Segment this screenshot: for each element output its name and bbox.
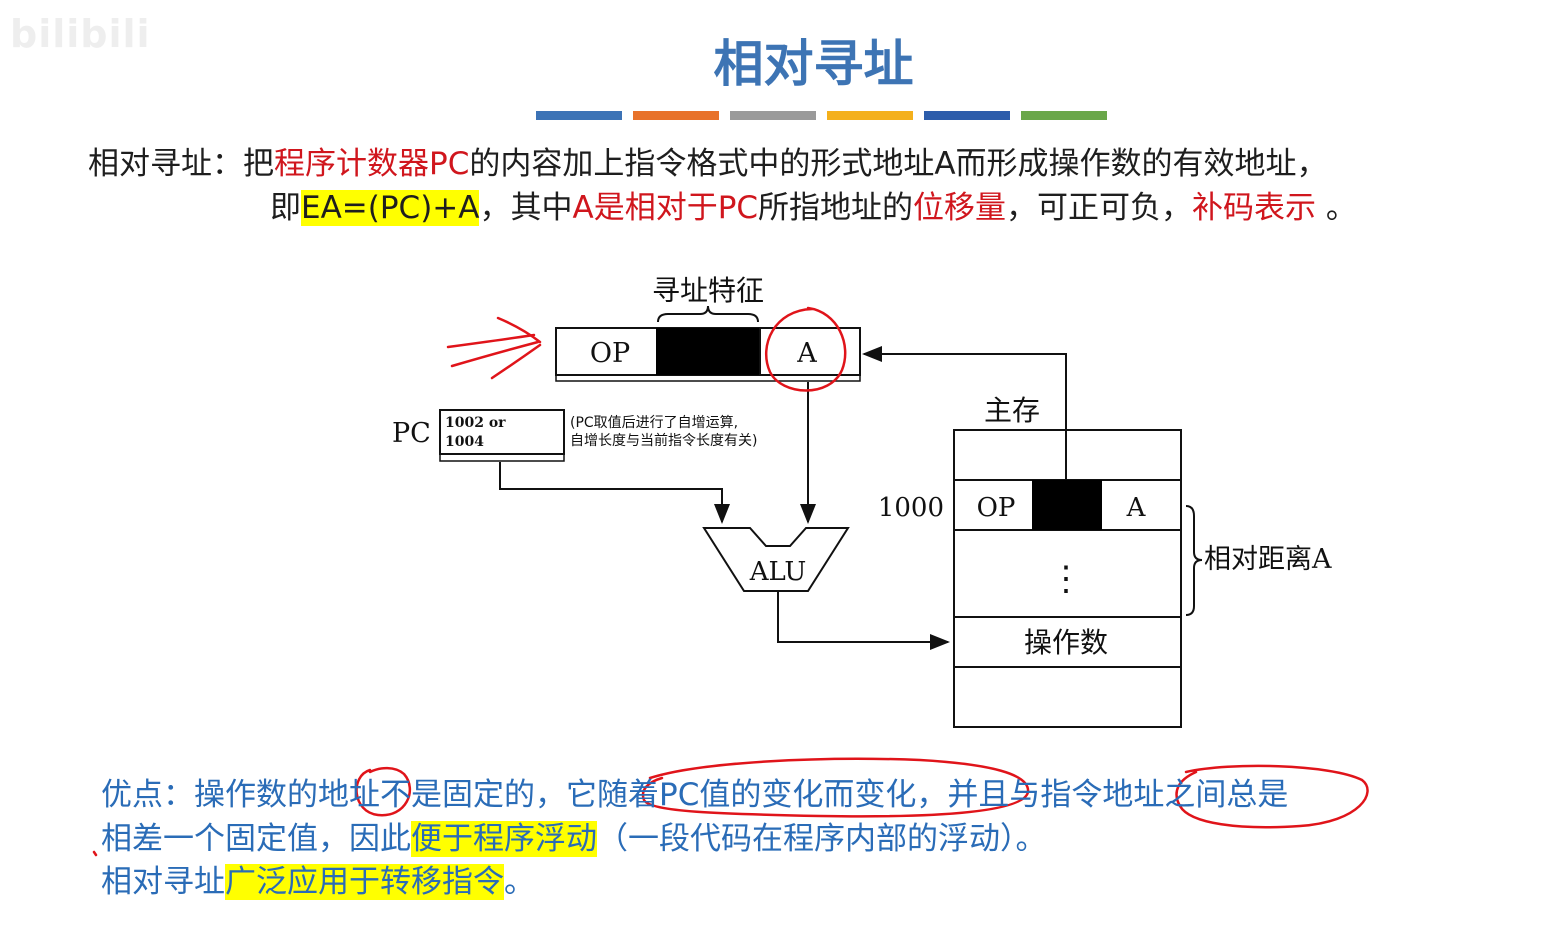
bilibili-watermark: bilibili xyxy=(10,12,151,56)
definition-text: 的内容加上指令格式中的形式地址A而形成操作数的有效地址， xyxy=(469,146,1328,182)
definition-line-2: 即EA=(PC)+A，其中A是相对于PC所指地址的位移量，可正可负，补码表示 。 xyxy=(270,186,1357,230)
pc-note-line-1: (PC取值后进行了自增运算, xyxy=(570,415,738,431)
adv-line3-post: 。 xyxy=(504,864,535,900)
advantages-line-3: 相对寻址广泛应用于转移指令。 xyxy=(101,860,535,904)
displacement-term: 位移量 xyxy=(913,190,1007,226)
a-relative-pc: A是相对于PC xyxy=(572,190,759,226)
annotation-circle-instruction-address xyxy=(1175,764,1369,829)
text-ji: 即 xyxy=(270,190,301,226)
definition-line-1: 相对寻址：把程序计数器PC的内容加上指令格式中的形式地址A而形成操作数的有效地址… xyxy=(88,142,1328,186)
instruction-op-field: OP xyxy=(590,338,630,369)
addressing-feature-brace xyxy=(657,305,759,323)
pc-term: 程序计数器PC xyxy=(274,146,470,182)
annotation-arrow-stroke xyxy=(496,316,542,344)
complement-term: 补码表示 xyxy=(1192,190,1317,226)
pc-label: PC xyxy=(392,418,431,449)
definition-label: 相对寻址：把 xyxy=(88,146,274,182)
annotation-arrow-stroke xyxy=(490,343,542,380)
color-bar-segment xyxy=(924,111,1010,120)
instruction-format-box: OP A xyxy=(555,327,861,382)
color-bar-segment xyxy=(1021,111,1107,120)
annotation-arrow-stroke xyxy=(446,333,536,349)
memory-address-1000: 1000 xyxy=(878,493,944,523)
adv-line2-pre: 相差一个固定值，因此 xyxy=(101,821,411,857)
annotation-arrow-stroke xyxy=(450,340,540,368)
memory-operand-cell: 操作数 xyxy=(1024,626,1108,659)
main-memory-label: 主存 xyxy=(984,394,1040,427)
memory-to-instruction-arrow xyxy=(862,346,1067,480)
alu-unit: ALU xyxy=(702,527,850,592)
text-suozhi: 所指地址的 xyxy=(758,190,914,226)
alu-to-operand-arrow xyxy=(777,591,950,650)
pc-register: 1002 or 1004 xyxy=(439,409,565,462)
memory-instruction-feature-field xyxy=(1032,480,1102,530)
branch-instruction-highlight: 广泛应用于转移指令 xyxy=(225,864,504,900)
annotation-circle-address xyxy=(355,766,411,817)
pc-to-alu-arrow xyxy=(499,462,730,524)
relative-distance-label: 相对距离A xyxy=(1204,544,1332,575)
main-memory: OP A ⋮ 操作数 xyxy=(953,429,1182,728)
pc-note-line-2: 自增长度与当前指令长度有关) xyxy=(570,432,757,449)
color-bar-segment xyxy=(827,111,913,120)
handwritten-annotations xyxy=(92,306,1369,857)
annotation-circle-a xyxy=(765,306,847,392)
program-relocation-highlight: 便于程序浮动 xyxy=(411,821,597,857)
advantages-line-2: 相差一个固定值，因此便于程序浮动（一段代码在程序内部的浮动）。 xyxy=(101,817,1047,861)
text-zhengfu: ，可正可负， xyxy=(1006,190,1193,226)
adv-line2-post: （一段代码在程序内部的浮动）。 xyxy=(597,821,1047,857)
memory-ellipsis: ⋮ xyxy=(1049,559,1083,599)
adv-line3-pre: 相对寻址 xyxy=(101,864,225,900)
color-bar-segment xyxy=(730,111,816,120)
ea-formula: EA=(PC)+A xyxy=(301,190,480,226)
text-qizhong: ，其中 xyxy=(479,190,573,226)
annotation-dot xyxy=(92,850,98,857)
memory-op-field: OP xyxy=(977,493,1016,523)
memory-a-field: A xyxy=(1126,493,1147,523)
text-end: 。 xyxy=(1316,190,1357,226)
relative-distance-brace xyxy=(1185,505,1203,616)
advantages-line-1: 优点：操作数的地址不是固定的，它随着PC值的变化而变化，并且与指令地址之间总是 xyxy=(101,777,1289,813)
annotation-circle-changes xyxy=(641,757,1030,818)
color-bar-segment xyxy=(536,111,622,120)
page-title: 相对寻址 xyxy=(713,34,914,93)
addressing-feature-field xyxy=(656,328,760,375)
color-bar-segment xyxy=(633,111,719,120)
alu-label: ALU xyxy=(749,557,807,587)
instruction-a-field: A xyxy=(796,338,817,369)
pc-value-1: 1002 or xyxy=(445,415,506,431)
addressing-feature-label: 寻址特征 xyxy=(652,274,764,307)
pc-value-2: 1004 xyxy=(445,434,484,450)
